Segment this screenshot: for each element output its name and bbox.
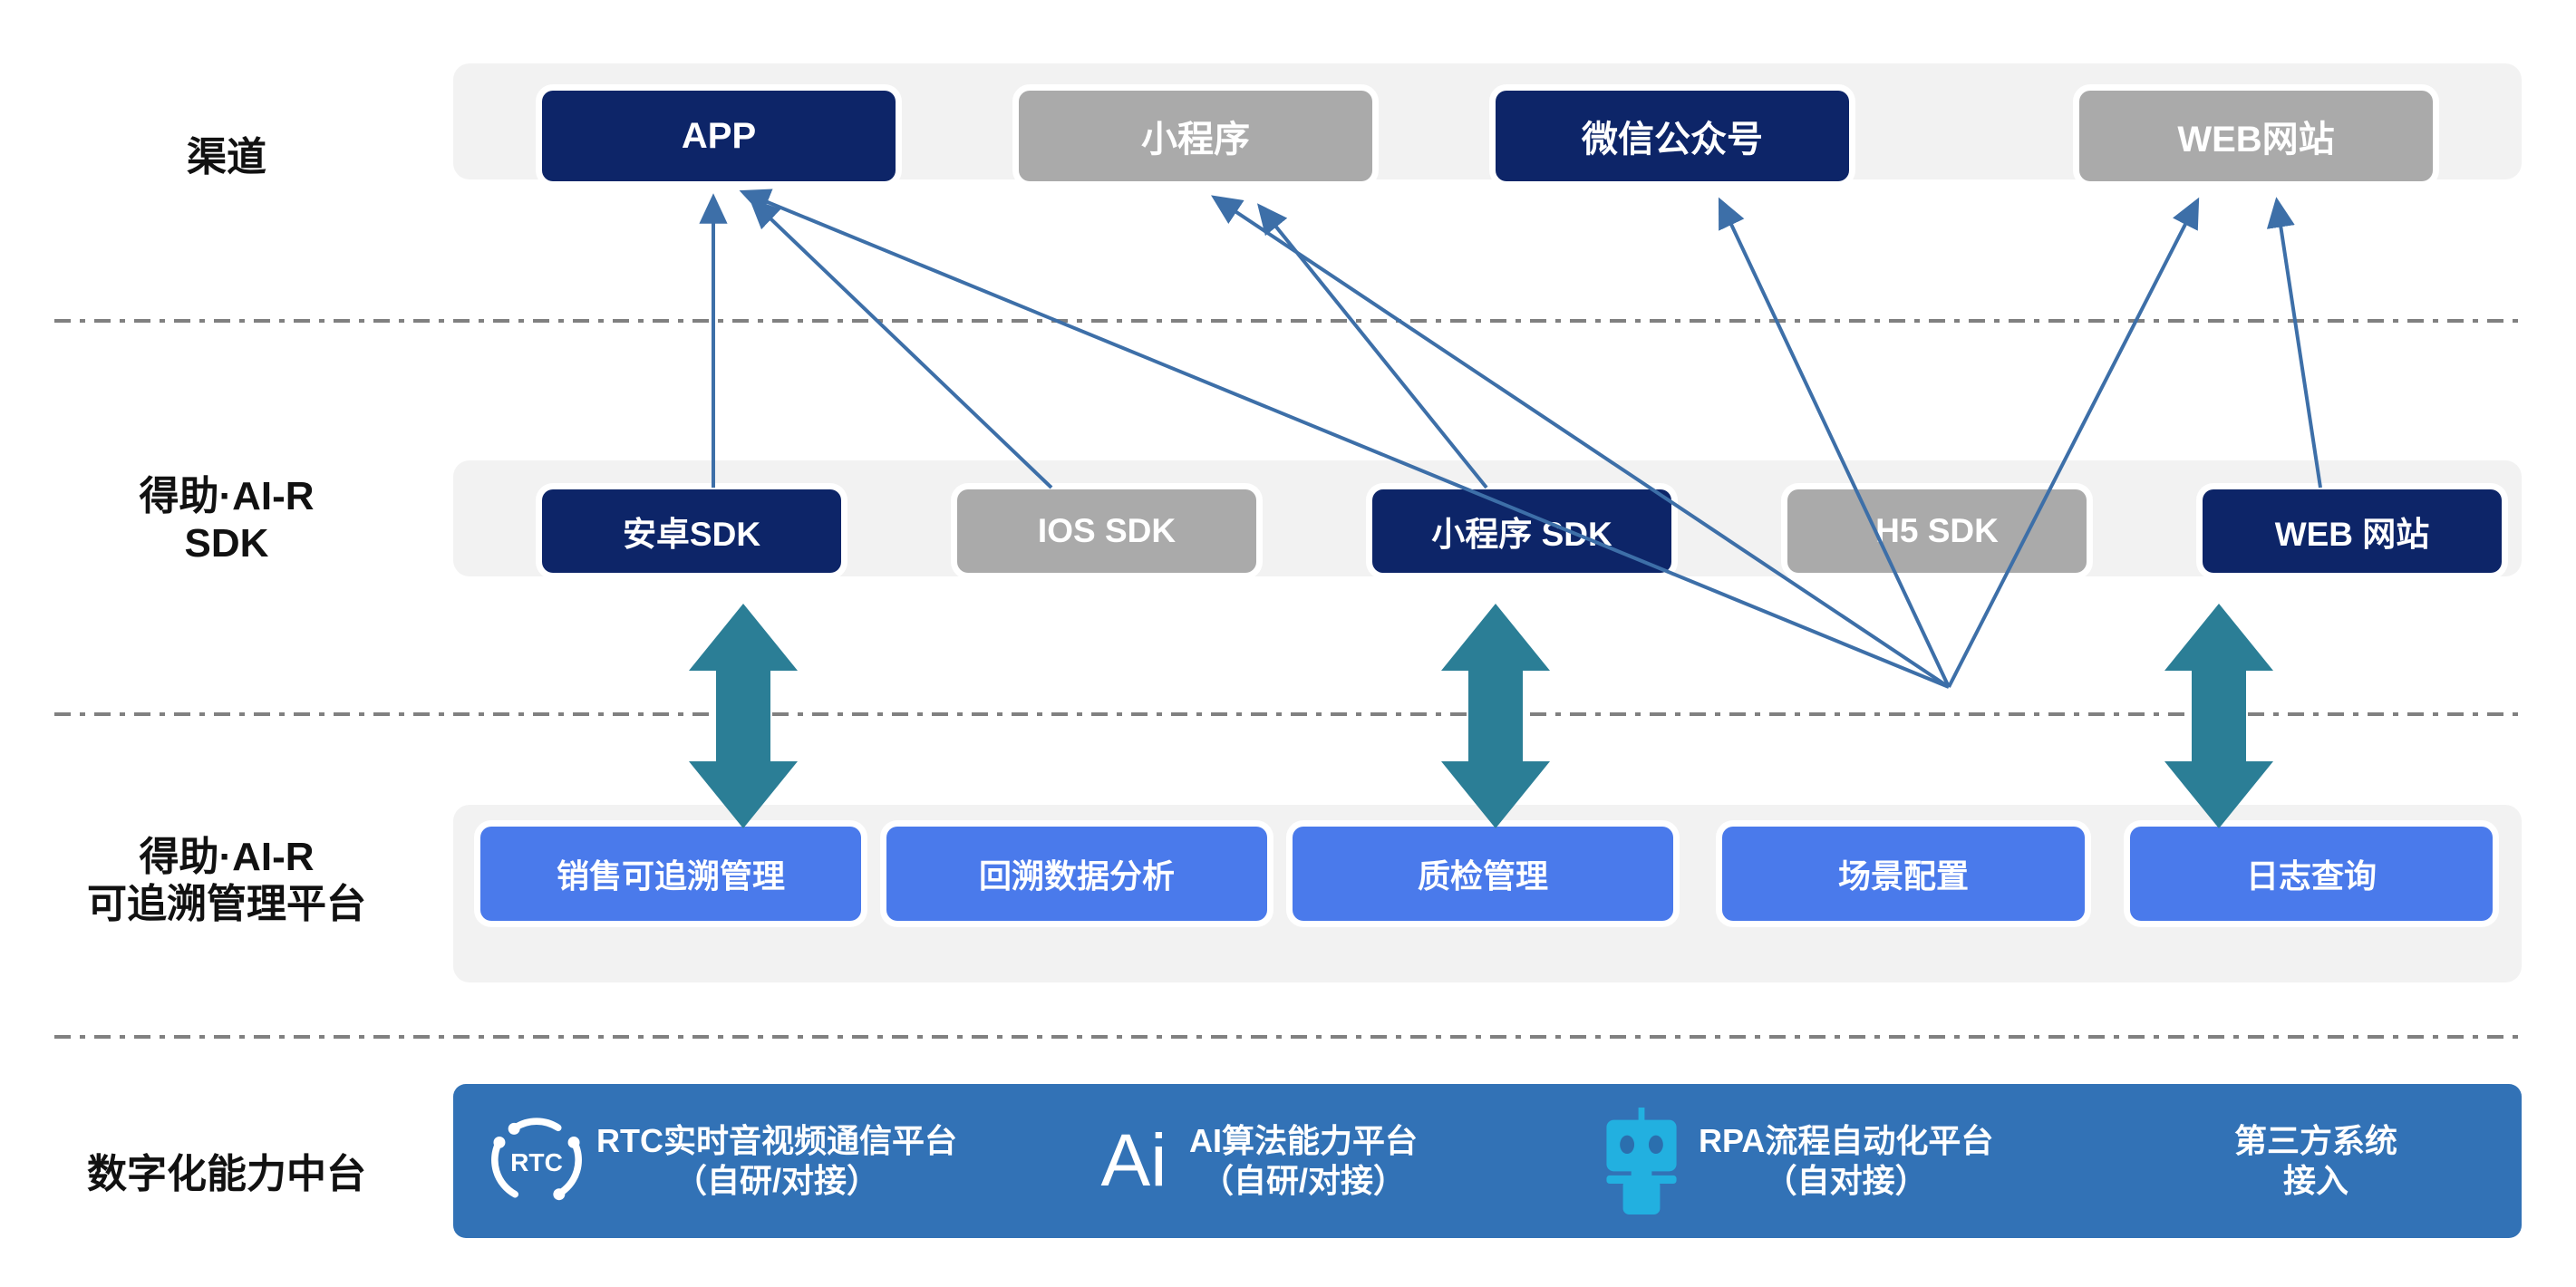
separator-sdk-platform (54, 712, 2523, 716)
arrow-h5-to-wechat (1718, 197, 1951, 688)
sdk-item-h5[interactable]: H5 SDK (1787, 489, 2087, 573)
platform-item-data-analysis[interactable]: 回溯数据分析 (886, 827, 1267, 921)
robot-icon (1592, 1107, 1691, 1215)
row-label-platform-line1: 得助·AI-R (139, 835, 315, 879)
midplatform-item-thirdparty-line2: 接入 (2282, 1162, 2348, 1199)
platform-item-scene-config[interactable]: 场景配置 (1722, 827, 2085, 921)
arrow-ios-to-app (749, 198, 1053, 489)
ai-icon: Ai (1084, 1110, 1184, 1212)
platform-item-log-query-label: 日志查询 (2245, 857, 2377, 895)
midplatform-item-rpa[interactable]: RPA流程自动化平台 （自对接） (1592, 1107, 2135, 1215)
bidir-arrow-miniprogram (1441, 604, 1550, 828)
svg-text:RTC: RTC (510, 1148, 563, 1176)
channel-item-wechat-official-label: 微信公众号 (1582, 120, 1763, 160)
arrow-websdk-to-web (2266, 197, 2322, 489)
platform-item-log-query[interactable]: 日志查询 (2130, 827, 2493, 921)
sdk-item-miniprogram-label: 小程序 SDK (1431, 516, 1612, 553)
bidir-arrow-web (2164, 604, 2273, 828)
midplatform-item-rtc-line1: RTC实时音视频通信平台 (596, 1122, 957, 1160)
platform-item-sales-traceability-label: 销售可追溯管理 (556, 857, 785, 895)
bidir-arrow-android (689, 604, 798, 828)
rtc-icon: RTC (486, 1110, 587, 1212)
row-label-channel: 渠道 (0, 134, 453, 181)
midplatform-item-thirdparty-line1: 第三方系统 (2233, 1122, 2397, 1160)
midplatform-item-rpa-text: RPA流程自动化平台 （自对接） (1699, 1121, 1993, 1201)
channel-item-app[interactable]: APP (542, 91, 896, 181)
platform-item-quality-inspection-label: 质检管理 (1417, 857, 1548, 895)
row-label-platform-line2: 可追溯管理平台 (87, 881, 366, 926)
sdk-item-miniprogram[interactable]: 小程序 SDK (1372, 489, 1671, 573)
channel-item-miniprogram[interactable]: 小程序 (1019, 91, 1372, 181)
midplatform-item-ai-text: AI算法能力平台 （自研/对接） (1189, 1121, 1418, 1201)
row-label-midplatform-text: 数字化能力中台 (87, 1152, 366, 1196)
row-label-platform: 得助·AI-R 可追溯管理平台 (0, 834, 453, 928)
midplatform-item-ai[interactable]: Ai AI算法能力平台 （自研/对接） (1084, 1110, 1574, 1212)
row-label-channel-text: 渠道 (187, 135, 266, 179)
channel-item-wechat-official[interactable]: 微信公众号 (1496, 91, 1849, 181)
sdk-item-ios[interactable]: IOS SDK (957, 489, 1256, 573)
sdk-item-android-label: 安卓SDK (622, 516, 761, 553)
midplatform-item-thirdparty-text: 第三方系统 接入 (2166, 1121, 2465, 1201)
sdk-item-ios-label: IOS SDK (1037, 512, 1177, 549)
bidirectional-arrows (689, 604, 2273, 828)
platform-item-sales-traceability[interactable]: 销售可追溯管理 (480, 827, 861, 921)
platform-item-quality-inspection[interactable]: 质检管理 (1293, 827, 1673, 921)
channel-item-web[interactable]: WEB网站 (2079, 91, 2433, 181)
platform-item-data-analysis-label: 回溯数据分析 (978, 857, 1175, 895)
row-label-midplatform: 数字化能力中台 (0, 1151, 453, 1198)
midplatform-item-ai-line1: AI算法能力平台 (1189, 1122, 1419, 1160)
channel-item-web-label: WEB网站 (2177, 120, 2335, 160)
midplatform-bar: RTC RTC实时音视频通信平台 （自研/对接） Ai AI算法能力平台 （自研… (453, 1084, 2522, 1238)
sdk-item-h5-label: H5 SDK (1875, 512, 1999, 549)
midplatform-item-rtc-text: RTC实时音视频通信平台 （自研/对接） (596, 1121, 957, 1201)
row-label-sdk-line1: 得助·AI-R (139, 474, 315, 518)
midplatform-item-ai-line2: （自研/对接） (1201, 1162, 1407, 1199)
sdk-item-android[interactable]: 安卓SDK (542, 489, 841, 573)
arrow-h5-to-web (1947, 197, 2200, 688)
midplatform-item-thirdparty[interactable]: 第三方系统 接入 (2166, 1121, 2465, 1201)
row-label-sdk-line2: SDK (184, 520, 269, 566)
arrow-h5-to-app (739, 189, 1950, 689)
ai-icon-text: Ai (1100, 1119, 1167, 1202)
midplatform-item-rtc[interactable]: RTC RTC实时音视频通信平台 （自研/对接） (486, 1110, 1066, 1212)
arrow-miniprogramsdk-to-miniprogram (1256, 203, 1488, 489)
separator-channel-sdk (54, 319, 2523, 323)
midplatform-item-rtc-line2: （自研/对接） (673, 1162, 879, 1199)
channel-item-app-label: APP (681, 115, 757, 156)
sdk-item-web-label: WEB 网站 (2274, 516, 2430, 553)
platform-item-scene-config-label: 场景配置 (1837, 857, 1969, 895)
separator-platform-midplatform (54, 1035, 2523, 1039)
midplatform-item-rpa-line1: RPA流程自动化平台 (1699, 1122, 1994, 1160)
channel-item-miniprogram-label: 小程序 (1141, 120, 1250, 160)
midplatform-item-rpa-line2: （自对接） (1764, 1162, 1928, 1199)
row-label-sdk: 得助·AI-R SDK (0, 473, 453, 567)
sdk-item-web[interactable]: WEB 网站 (2203, 489, 2502, 573)
arrow-h5-to-miniprogram (1211, 195, 1951, 689)
